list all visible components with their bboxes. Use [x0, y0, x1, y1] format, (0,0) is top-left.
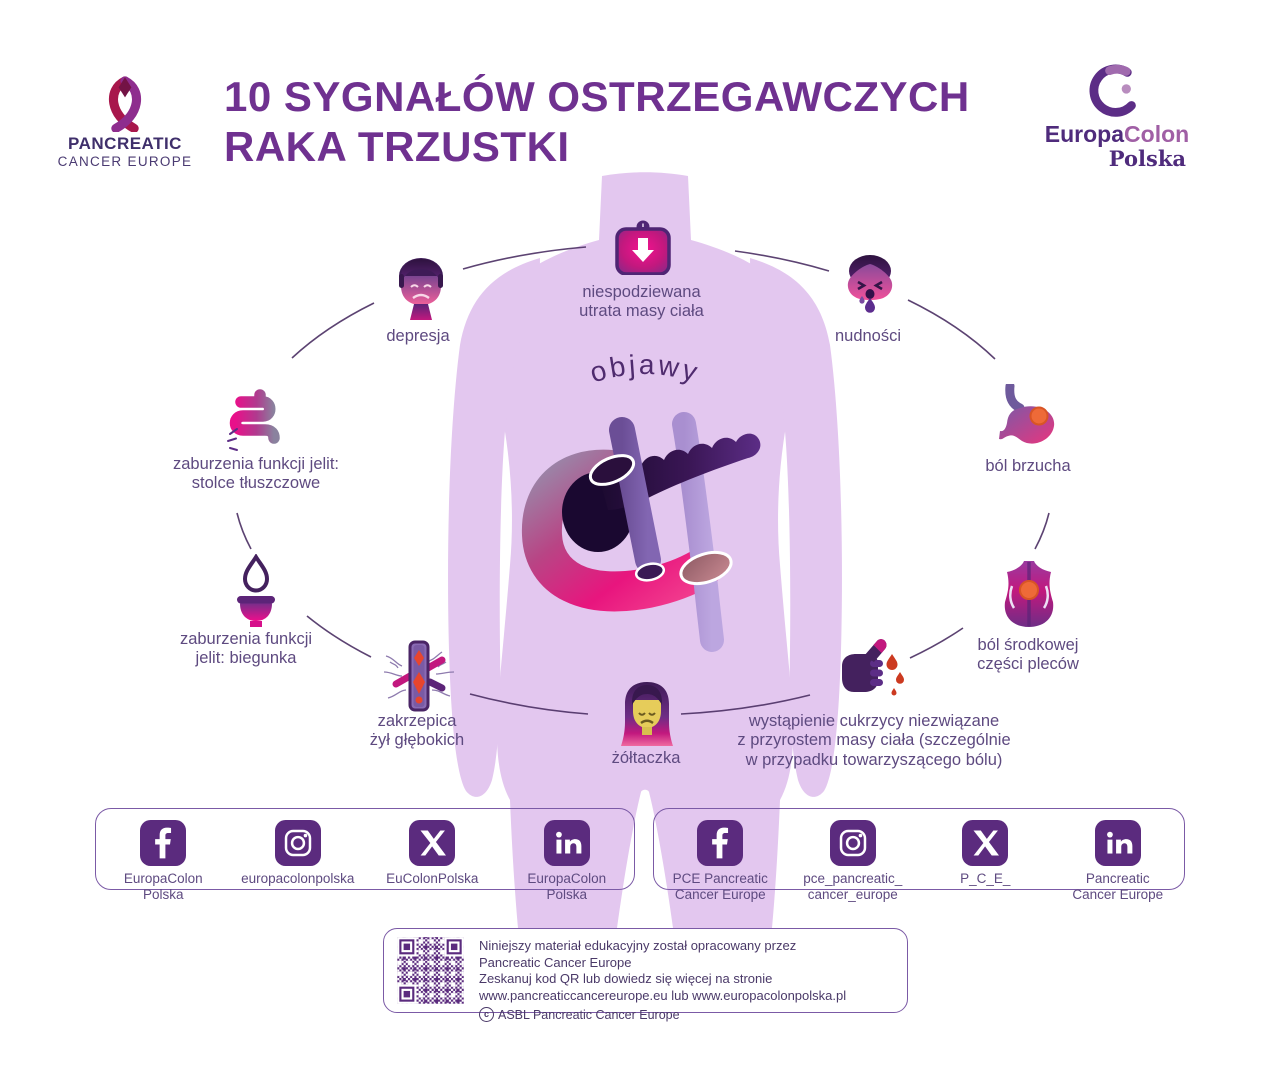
- footer-line-1: Niniejszy materiał edukacyjny został opr…: [479, 938, 797, 953]
- social-handle: PCE Pancreatic Cancer Europe: [672, 871, 768, 902]
- intestines-icon: [227, 389, 280, 451]
- footer-line-2: Pancreatic Cancer Europe: [479, 954, 632, 970]
- label-nausea: nudności: [834, 327, 902, 345]
- facebook-icon[interactable]: [140, 820, 187, 866]
- footer-info-box: Niniejszy materiał edukacyjny został opr…: [383, 928, 908, 1022]
- label-dvt: zakrzepica żył głębokich: [369, 712, 465, 750]
- back-pain-icon: [1004, 561, 1054, 627]
- footer-copyright: c ASBL Pancreatic Cancer Europe: [479, 1007, 899, 1023]
- social-handle: Pancreatic Cancer Europe: [1072, 871, 1164, 902]
- social-handle: pce_pancreatic_ cancer_europe: [803, 871, 903, 902]
- page-title-line1: 10 SYGNAŁÓW OSTRZEGAWCZYCH: [224, 73, 970, 120]
- facebook-icon[interactable]: [697, 820, 744, 866]
- social-handle: P_C_E_: [960, 871, 1011, 886]
- label-diarrhea: zaburzenia funkcji jelit: biegunka: [179, 630, 313, 668]
- pce-logo-text-2: CANCER EUROPE: [57, 154, 193, 169]
- label-abdominal-pain: ból brzucha: [985, 457, 1071, 475]
- nausea-face-icon: [847, 255, 893, 313]
- awareness-ribbon-icon: [108, 76, 142, 132]
- toilet-icon: [237, 554, 275, 627]
- copyright-text: ASBL Pancreatic Cancer Europe: [498, 1007, 680, 1022]
- social-handle: europacolonpolska: [241, 871, 355, 886]
- social-handle: EuropaColon Polska: [123, 871, 203, 902]
- x-icon[interactable]: [962, 820, 1009, 866]
- europacolon-social-box: EuropaColon Polska europacolonpolska EuC…: [95, 808, 635, 902]
- footer-text: Niniejszy materiał edukacyjny został opr…: [479, 938, 899, 1023]
- europacolon-polska-logo: EuropaColon Polska: [1042, 62, 1192, 171]
- social-pce-x[interactable]: P_C_E_: [919, 820, 1052, 887]
- label-mid-back-pain: ból środkowej części pleców: [977, 636, 1079, 674]
- symptom-connector-arcs: [236, 246, 1050, 715]
- pce-logo-text-1: PANCREATIC: [68, 134, 182, 153]
- label-jaundice: żółtaczka: [611, 749, 681, 767]
- instagram-icon[interactable]: [829, 820, 876, 866]
- social-pce-facebook[interactable]: PCE Pancreatic Cancer Europe: [654, 820, 787, 902]
- vein-thrombosis-icon: [383, 640, 455, 712]
- pancreas-illustration: [521, 412, 761, 652]
- label-weight-loss: niespodziewana utrata masy ciała: [579, 283, 704, 321]
- diabetes-hand-icon: [842, 639, 904, 696]
- depression-face-icon: [399, 258, 443, 320]
- ec-word-europa: Europa: [1044, 121, 1125, 147]
- jaundice-face-icon: [621, 682, 673, 746]
- social-europacolon-linkedin[interactable]: EuropaColon Polska: [500, 820, 635, 902]
- ec-word-colon: Colon: [1124, 121, 1190, 147]
- label-new-diabetes: wystąpienie cukrzycy niezwiązane z przyr…: [737, 712, 1011, 769]
- social-europacolon-facebook[interactable]: EuropaColon Polska: [96, 820, 231, 902]
- instagram-icon[interactable]: [274, 820, 321, 866]
- linkedin-icon[interactable]: [543, 820, 590, 866]
- weight-loss-scale-icon: [615, 220, 671, 275]
- social-pce-linkedin[interactable]: Pancreatic Cancer Europe: [1052, 820, 1185, 902]
- linkedin-icon[interactable]: [1094, 820, 1141, 866]
- page-title: 10 SYGNAŁÓW OSTRZEGAWCZYCH RAKA TRZUSTKI: [224, 72, 984, 172]
- europacolon-swirl-icon: [1089, 64, 1136, 117]
- stomach-icon: [999, 384, 1055, 444]
- ec-word-polska: Polska: [1108, 146, 1186, 171]
- copyright-icon: c: [479, 1007, 494, 1022]
- page-title-line2: RAKA TRZUSTKI: [224, 123, 570, 170]
- label-fatty-stools: zaburzenia funkcji jelit: stolce tłuszcz…: [173, 455, 339, 493]
- social-europacolon-instagram[interactable]: europacolonpolska: [231, 820, 366, 887]
- label-depression: depresja: [386, 327, 450, 345]
- social-pce-instagram[interactable]: pce_pancreatic_ cancer_europe: [787, 820, 920, 902]
- footer-line-3: Zeskanuj kod QR lub dowiedz się więcej n…: [479, 971, 773, 987]
- pce-social-box: PCE Pancreatic Cancer Europe pce_pancrea…: [653, 808, 1185, 902]
- footer-urls[interactable]: www.pancreaticcancereurope.eu lub www.eu…: [479, 987, 847, 1003]
- pancreatic-cancer-europe-logo: PANCREATIC CANCER EUROPE: [55, 70, 195, 169]
- social-handle: EuropaColon Polska: [527, 871, 607, 902]
- europacolon-wordmark: EuropaColon: [1042, 121, 1192, 148]
- x-icon[interactable]: [409, 820, 456, 866]
- social-handle: EuColonPolska: [386, 871, 479, 886]
- social-europacolon-x[interactable]: EuColonPolska: [365, 820, 500, 887]
- qr-code[interactable]: [395, 935, 466, 1006]
